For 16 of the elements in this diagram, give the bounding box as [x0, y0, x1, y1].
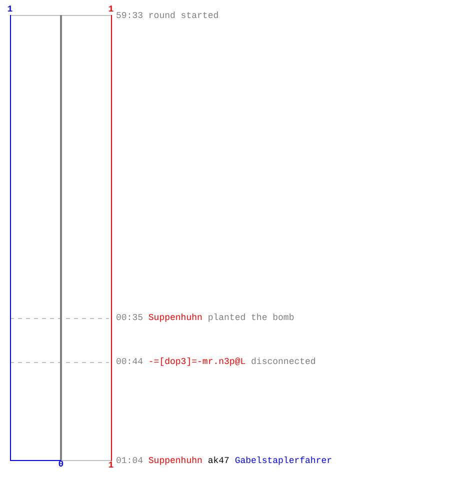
event-text: disconnected — [251, 357, 316, 367]
player-name: Suppenhuhn — [148, 313, 202, 323]
axis-value: 1 — [108, 6, 114, 14]
timestamp: 00:44 — [116, 357, 144, 367]
player-name: Gabelstaplerfahrer — [234, 456, 332, 466]
event-text: round started — [148, 11, 219, 21]
axis-value: 1 — [7, 6, 13, 14]
event-text: planted the bomb — [208, 313, 294, 323]
weapon-name: ak47 — [208, 456, 230, 466]
player-name: -=[dop3]=-mr.n3p@L — [148, 357, 246, 367]
timestamp: 01:04 — [116, 456, 144, 466]
axis-value: 0 — [58, 460, 64, 470]
timestamp: 59:33 — [116, 11, 144, 21]
player-name: Suppenhuhn — [148, 456, 202, 466]
timestamp: 00:35 — [116, 313, 144, 323]
axis-value: 1 — [108, 462, 114, 470]
